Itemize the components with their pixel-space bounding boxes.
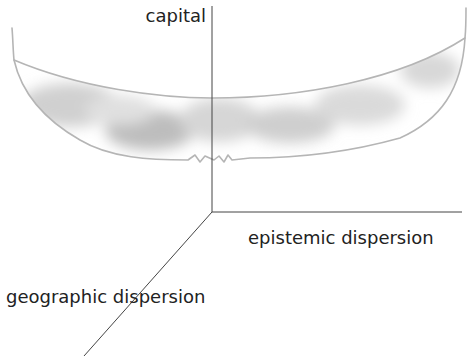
axis-label: geographic dispersion bbox=[6, 287, 205, 307]
surface-shading bbox=[20, 52, 460, 150]
surface-outline bbox=[12, 8, 466, 162]
axis-label: capital bbox=[146, 6, 206, 26]
axis-label: epistemic dispersion bbox=[248, 228, 434, 248]
